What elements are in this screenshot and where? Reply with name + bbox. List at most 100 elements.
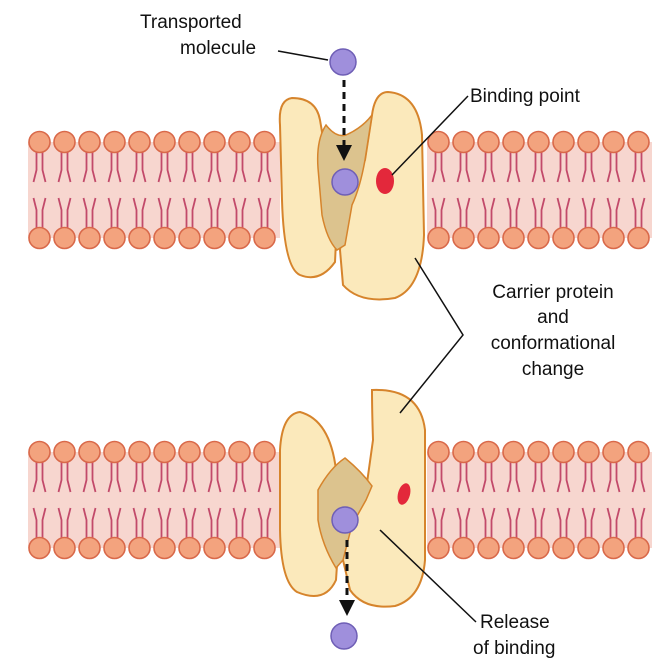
top-membrane-left-lipid-head	[129, 228, 150, 249]
label-carrier-protein-line-4: change	[522, 359, 584, 380]
top-membrane-left-lipid-head	[79, 228, 100, 249]
bottom-membrane-right-lipid-head	[478, 442, 499, 463]
top-membrane-right-lipid-head	[453, 132, 474, 153]
top-membrane-left-lipid-head	[129, 132, 150, 153]
top-membrane-left-lipid-head	[54, 132, 75, 153]
bottom-membrane-right-lipid-head	[628, 442, 649, 463]
bottom-membrane-left-lipid-head	[229, 442, 250, 463]
bottom-membrane-left	[28, 442, 280, 559]
bottom-membrane-right-lipid-head	[578, 442, 599, 463]
bottom-membrane-panel	[28, 390, 652, 649]
top-membrane-right-lipid-head	[478, 132, 499, 153]
bottom-membrane-left-lipid-head	[29, 442, 50, 463]
top-membrane-right-lipid-head	[503, 132, 524, 153]
top-entry-arrow	[336, 80, 352, 161]
label-binding-point: Binding point	[470, 86, 581, 107]
top-membrane-left-lipid-head	[229, 228, 250, 249]
bottom-membrane-right-lipid-head	[603, 442, 624, 463]
top-membrane-left-lipid-head	[229, 132, 250, 153]
top-membrane-left-lipid-head	[254, 228, 275, 249]
bottom-membrane-left-lipid-head	[104, 442, 125, 463]
label-carrier-protein-line-2: and	[537, 307, 569, 328]
label-carrier-protein-line-1: Carrier protein	[492, 282, 613, 303]
top-membrane-left-lipid-head	[104, 228, 125, 249]
label-release-of-binding-line-1: Release	[480, 612, 550, 633]
bottom-membrane-left-lipid-head	[179, 442, 200, 463]
label-transported-molecule-line-2: molecule	[180, 38, 256, 59]
bottom-membrane-left-lipid-head	[229, 538, 250, 559]
top-bound-molecule	[332, 169, 358, 195]
top-membrane-left-lipid-head	[179, 132, 200, 153]
top-membrane-right-lipid-head	[603, 132, 624, 153]
bottom-carrier-protein	[280, 390, 425, 607]
top-membrane-left-lipid-head	[154, 228, 175, 249]
bottom-membrane-right-lipid-head	[628, 538, 649, 559]
bottom-membrane-right-lipid-head	[453, 538, 474, 559]
top-membrane-left-lipid-head	[79, 132, 100, 153]
bottom-membrane-left-lipid-head	[154, 442, 175, 463]
bottom-membrane-left-lipid-head	[79, 442, 100, 463]
transported-molecule-leader	[278, 51, 328, 60]
bottom-membrane-left-lipid-head	[204, 538, 225, 559]
top-membrane-left-lipid-head	[29, 228, 50, 249]
bottom-membrane-left-lipid-head	[29, 538, 50, 559]
bottom-membrane-left-lipid-head	[254, 442, 275, 463]
top-membrane-right-lipid-head	[578, 132, 599, 153]
label-transported-molecule-line-1: Transported	[140, 12, 242, 33]
top-membrane-right-lipid-head	[528, 228, 549, 249]
bottom-membrane-right-lipid-head	[528, 538, 549, 559]
top-membrane-right-lipid-head	[428, 228, 449, 249]
bottom-membrane-right-lipid-head	[428, 538, 449, 559]
bottom-membrane-left-lipid-head	[254, 538, 275, 559]
top-membrane-left-lipid-head	[204, 132, 225, 153]
bottom-membrane-left-lipid-head	[204, 442, 225, 463]
bottom-membrane-right-lipid-head	[428, 442, 449, 463]
top-membrane-left-lipid-head	[179, 228, 200, 249]
top-membrane-left-lipid-head	[54, 228, 75, 249]
bottom-membrane-right-lipid-head	[553, 538, 574, 559]
bottom-membrane-left-lipid-head	[129, 538, 150, 559]
top-membrane-left-lipid-head	[254, 132, 275, 153]
top-membrane-right-lipid-head	[603, 228, 624, 249]
top-membrane-right	[427, 132, 652, 249]
bottom-membrane-left-lipid-head	[54, 442, 75, 463]
top-carrier-protein	[280, 92, 424, 299]
top-membrane-right-lipid-head	[578, 228, 599, 249]
top-incoming-molecule	[330, 49, 356, 75]
bottom-membrane-right-lipid-head	[453, 442, 474, 463]
top-membrane-left	[28, 132, 280, 249]
top-membrane-left-lipid-head	[29, 132, 50, 153]
top-membrane-right-lipid-head	[503, 228, 524, 249]
bottom-membrane-right-lipid-head	[503, 442, 524, 463]
top-membrane-right-lipid-head	[453, 228, 474, 249]
top-binding-site	[376, 168, 394, 194]
top-membrane-right-lipid-head	[528, 132, 549, 153]
label-release-of-binding-line-2: of binding	[473, 638, 555, 659]
top-membrane-right-lipid-head	[628, 228, 649, 249]
bottom-membrane-left-lipid-head	[79, 538, 100, 559]
bottom-membrane-right-lipid-head	[478, 538, 499, 559]
bottom-membrane-right-lipid-head	[578, 538, 599, 559]
bottom-membrane-left-lipid-head	[54, 538, 75, 559]
bottom-membrane-right	[427, 442, 652, 559]
top-membrane-right-lipid-head	[628, 132, 649, 153]
top-membrane-right-lipid-head	[553, 132, 574, 153]
label-carrier-protein-line-3: conformational	[491, 333, 616, 354]
top-membrane-right-lipid-head	[478, 228, 499, 249]
bottom-released-molecule	[331, 623, 357, 649]
bottom-exit-arrow-head	[339, 600, 355, 616]
bottom-released-molecule-inside	[332, 507, 358, 533]
bottom-membrane-right-lipid-head	[503, 538, 524, 559]
bottom-membrane-left-lipid-head	[104, 538, 125, 559]
bottom-membrane-right-lipid-head	[528, 442, 549, 463]
bottom-membrane-right-lipid-head	[603, 538, 624, 559]
bottom-membrane-left-lipid-head	[154, 538, 175, 559]
bottom-membrane-left-lipid-head	[179, 538, 200, 559]
top-membrane-left-lipid-head	[154, 132, 175, 153]
bottom-membrane-left-lipid-head	[129, 442, 150, 463]
top-membrane-right-lipid-head	[553, 228, 574, 249]
top-membrane-left-lipid-head	[204, 228, 225, 249]
bottom-membrane-right-lipid-head	[553, 442, 574, 463]
top-membrane-left-lipid-head	[104, 132, 125, 153]
